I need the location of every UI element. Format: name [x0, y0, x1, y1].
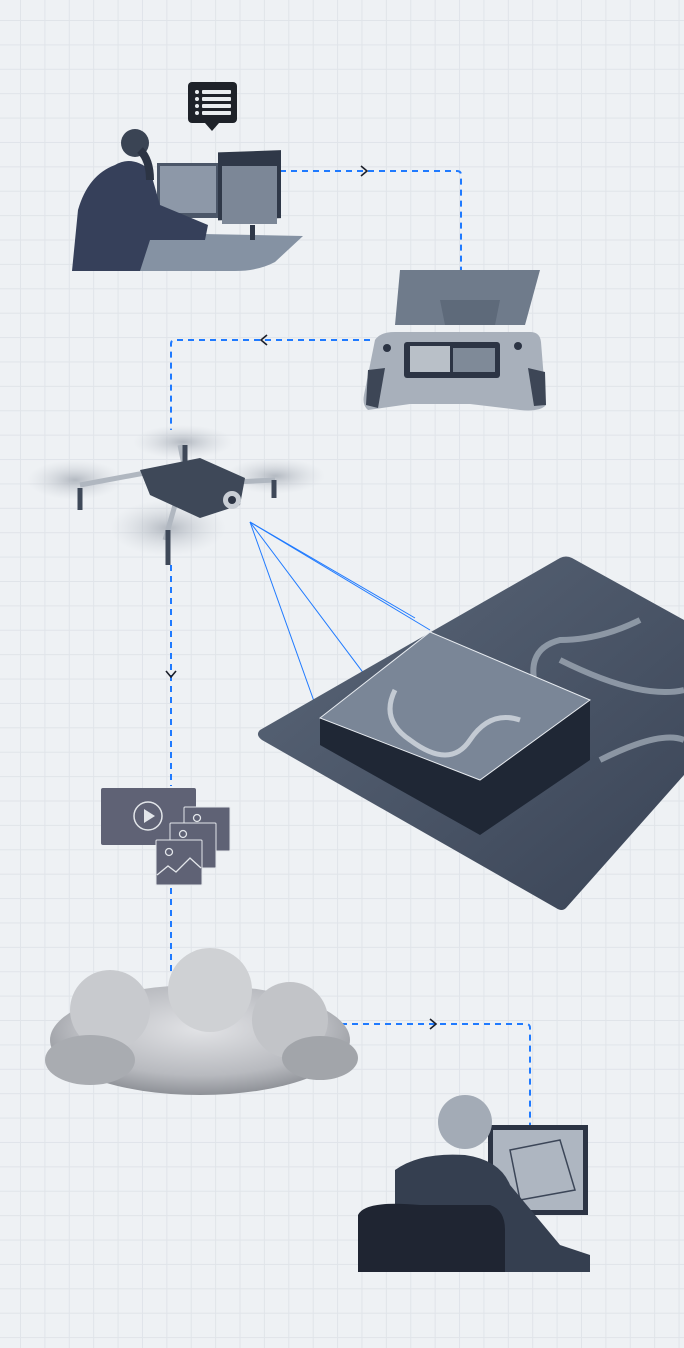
aerial-map-tile	[257, 556, 684, 910]
list-speech-bubble-icon	[188, 82, 237, 131]
image-icon	[155, 839, 203, 886]
analyst-person-viewing-map	[358, 1095, 590, 1272]
video-and-images-icon	[101, 788, 231, 886]
drone-remote-controller	[363, 270, 546, 411]
connector-operator-controller	[280, 170, 462, 272]
arrow-down-icon	[165, 670, 177, 679]
connector-controller-drone	[170, 339, 370, 430]
arrow-left-icon	[259, 334, 268, 346]
operator-person-at-monitors	[72, 129, 303, 271]
cloud-icon	[45, 948, 358, 1095]
quadcopter-drone	[27, 425, 325, 565]
arrow-right-icon	[360, 165, 369, 177]
arrow-right-icon	[429, 1018, 438, 1030]
connector-cloud-analyst	[330, 1023, 531, 1128]
